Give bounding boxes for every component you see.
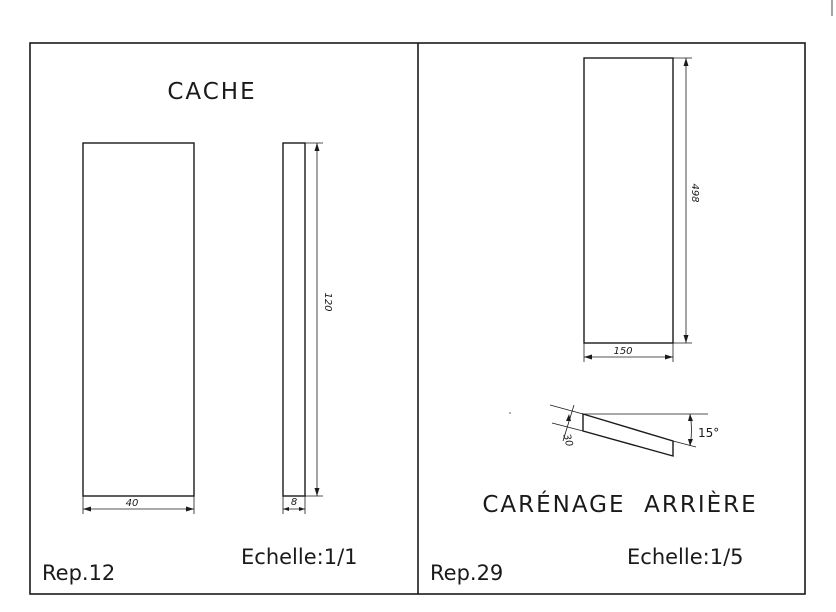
cache-thickness-dimension: 8 [282,496,306,514]
carenage-angle-dimension: 15° [583,413,719,448]
carenage-height-label: 498 [689,183,700,202]
right-panel-title: CARÉNAGE ARRIÈRE [482,490,757,518]
cache-height-dimension: 120 [305,142,333,497]
cache-width-label: 40 [126,498,139,509]
speck-mark [509,412,511,414]
carenage-thickness-dimension: 30 [549,404,584,448]
cache-side-view [282,142,306,497]
left-panel-title: CACHE [167,79,256,105]
left-rep-number: Rep.12 [42,561,115,585]
cache-height-label: 120 [322,292,333,311]
carenage-thickness-label: 30 [560,433,574,448]
cache-front-view [82,142,195,497]
cache-thickness-label: 8 [291,497,297,508]
right-rep-number: Rep.29 [430,561,503,585]
cache-width-dimension: 40 [82,496,195,514]
carenage-angle-label: 15° [698,426,719,440]
left-panel: CACHE 40 120 8 [42,79,358,585]
carenage-width-dimension: 150 [583,343,674,362]
carenage-height-dimension: 498 [673,57,700,344]
left-scale: Echelle:1/1 [241,545,358,569]
carenage-section-view [582,413,674,457]
carenage-front-view [583,57,674,344]
carenage-width-label: 150 [613,346,632,357]
right-scale: Echelle:1/5 [627,545,744,569]
right-panel: 498 150 30 15° CARÉNAGE [430,57,757,585]
